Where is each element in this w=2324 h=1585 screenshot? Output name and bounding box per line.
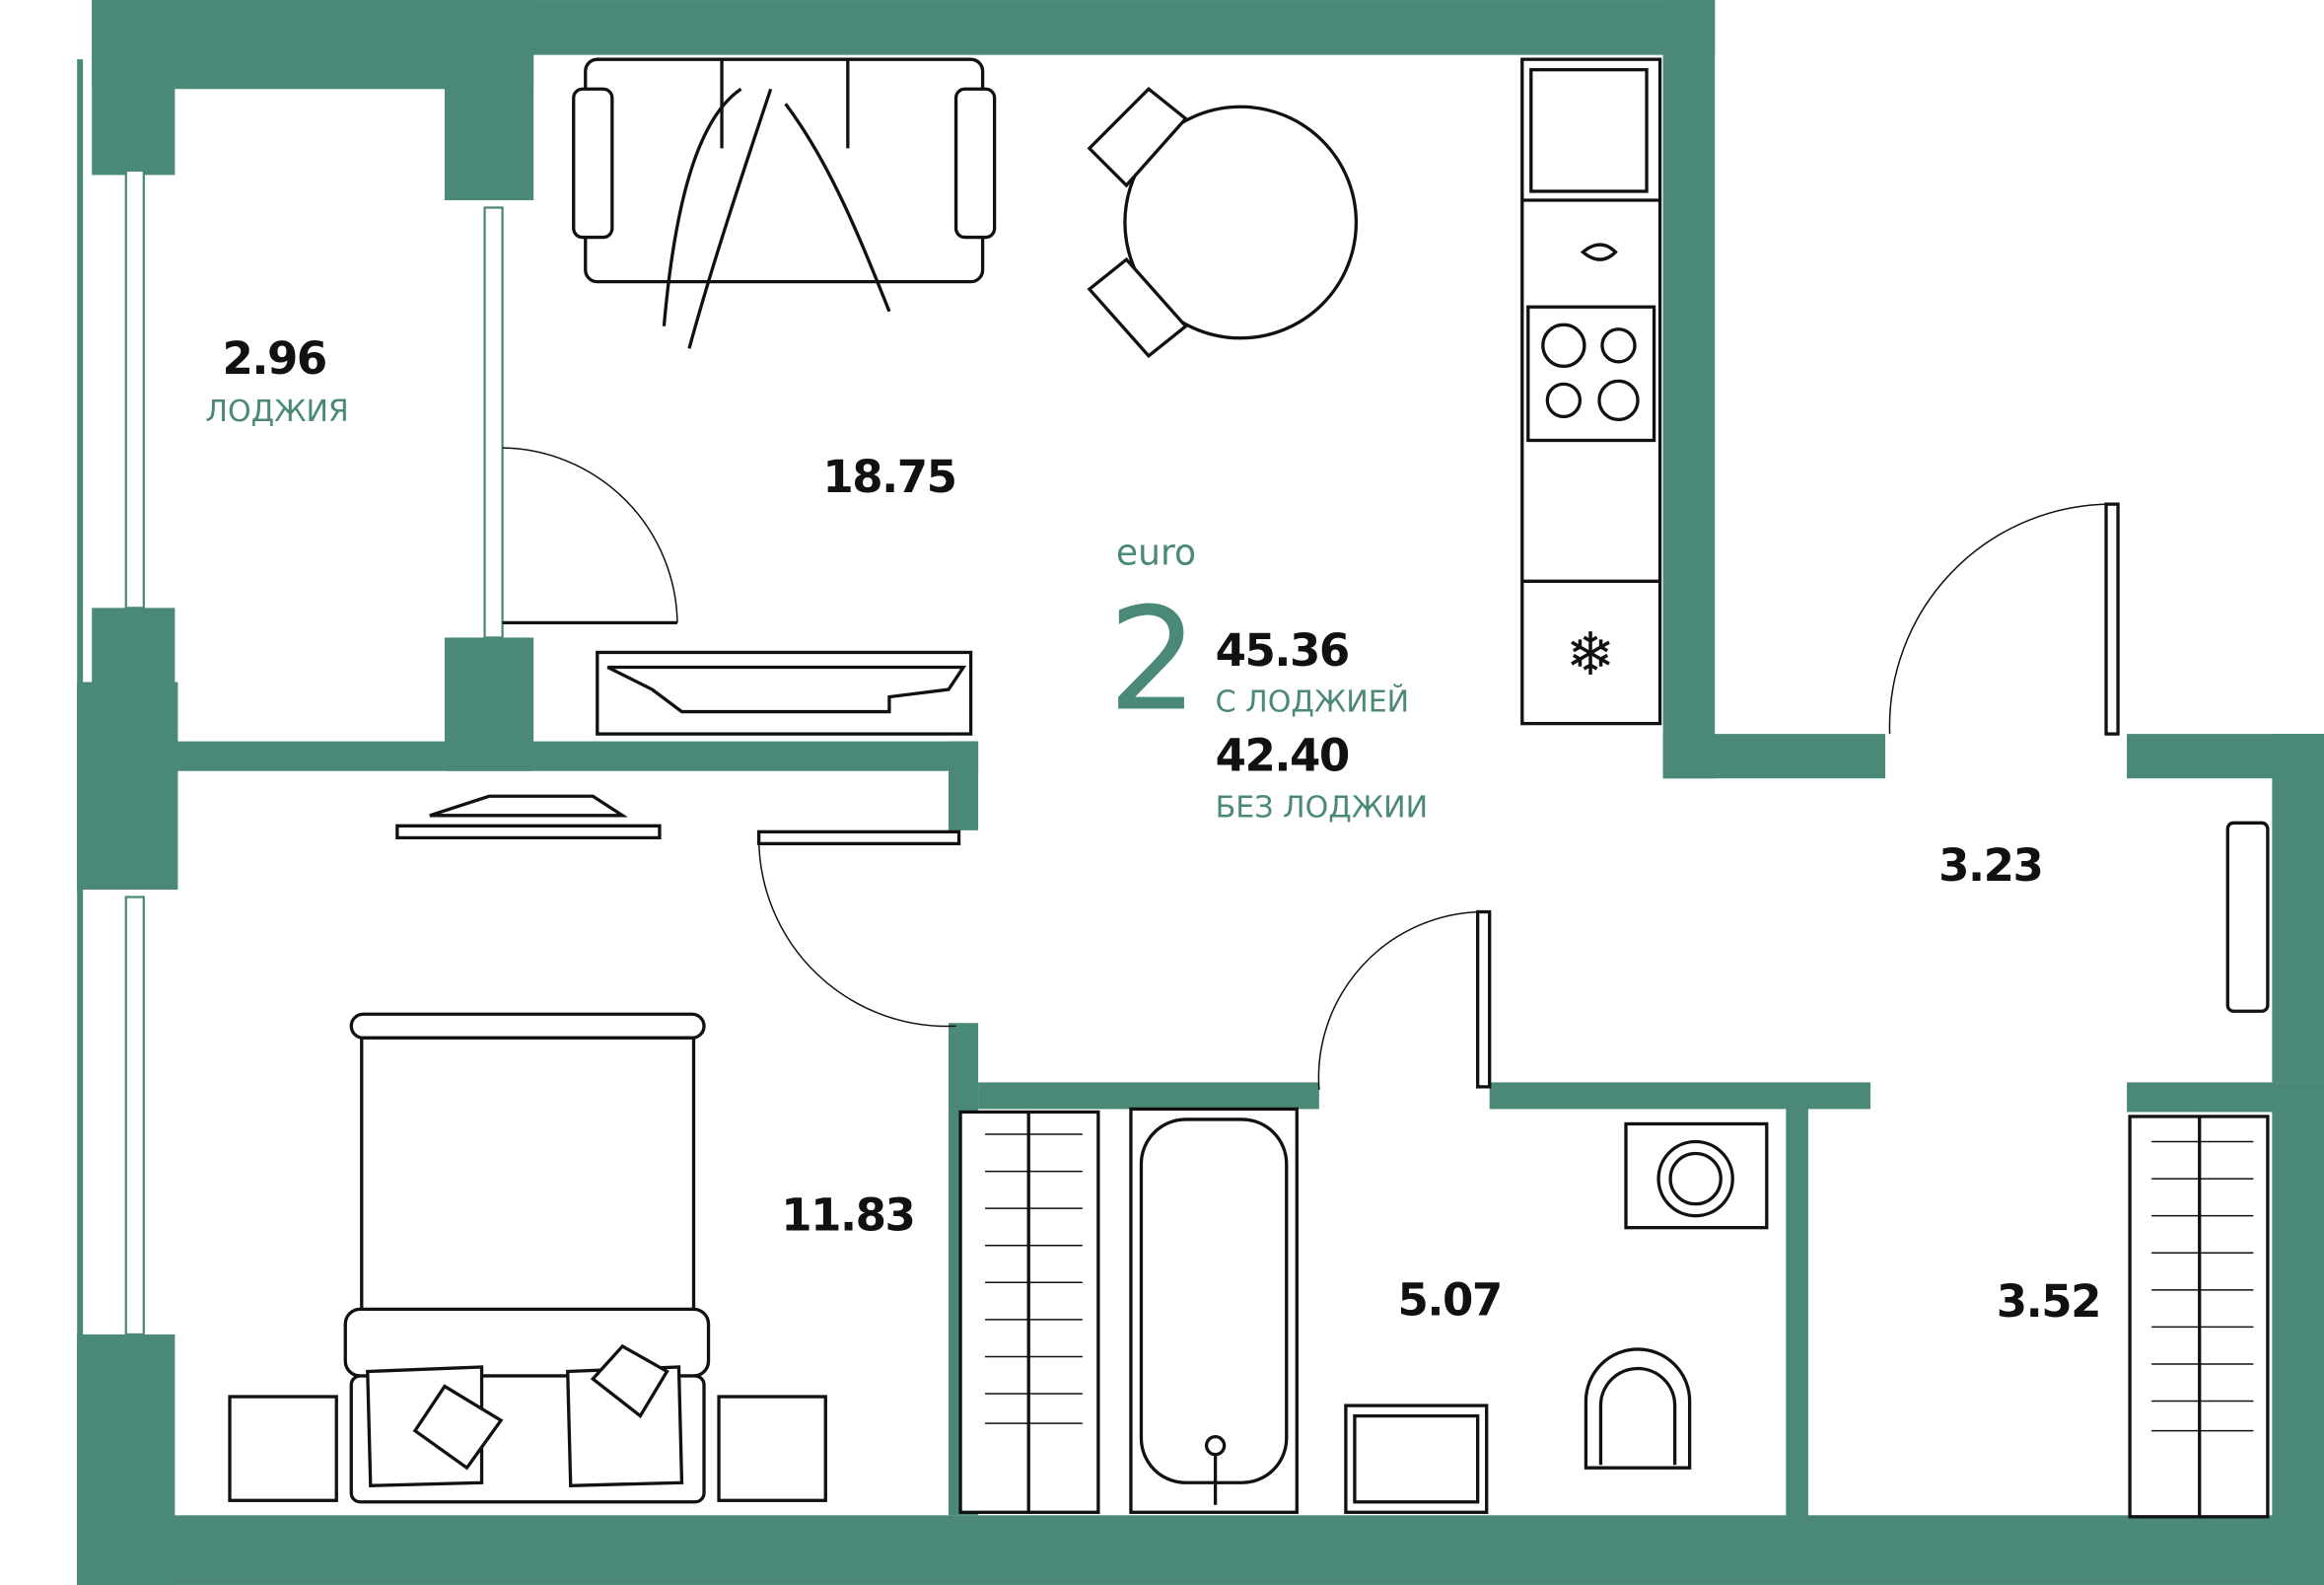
plan-summary: euro 2 45.36 С ЛОДЖИЕЙ 42.40 БЕЗ ЛОДЖИИ [1108,533,1428,826]
doors [502,447,2120,1090]
living-kitchen-area: 18.75 [822,451,955,503]
freezer-icon: ❄ [1566,620,1615,689]
furniture: ❄ [228,57,2270,1519]
loggia-label: ЛОДЖИЯ [205,395,348,429]
windows [124,169,504,1336]
walls [77,0,2324,1585]
hallway-area: 3.23 [1938,839,2042,892]
bedroom-area: 11.83 [781,1189,914,1242]
area-without-loggia: 42.40 [1216,730,1349,782]
wardrobe-area: 3.52 [1997,1275,2100,1328]
total-area-label: С ЛОДЖИЕЙ [1216,684,1410,720]
total-area: 45.36 [1216,624,1349,677]
rooms-count: 2 [1108,578,1199,744]
area-without-loggia-label: БЕЗ ЛОДЖИИ [1216,790,1428,825]
plan-type-label: euro [1116,533,1196,574]
loggia-area: 2.96 [222,332,325,385]
bathroom-area: 5.07 [1398,1273,1502,1326]
room-labels: 2.96 ЛОДЖИЯ 18.75 11.83 5.07 3.23 3.52 [205,332,2101,1328]
